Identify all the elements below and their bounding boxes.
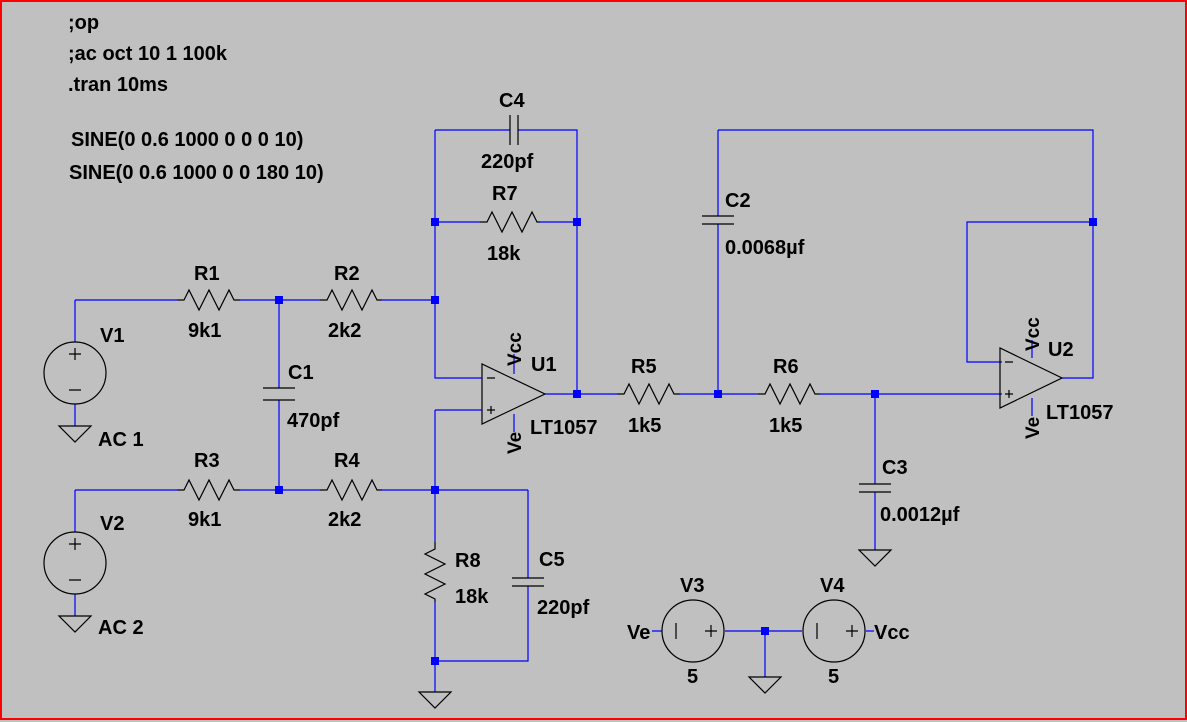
r4-value-label: 2k2 bbox=[328, 509, 361, 531]
junction-dots bbox=[275, 218, 1097, 665]
v1-value-label: AC 1 bbox=[98, 429, 144, 451]
r1-value-label: 9k1 bbox=[188, 320, 221, 342]
c4-value-label: 220pf bbox=[481, 151, 534, 173]
r5-name-label: R5 bbox=[631, 356, 657, 378]
ground-v1-symbol bbox=[57, 425, 93, 443]
opamp-u2-symbol bbox=[999, 347, 1064, 409]
opamp-u1-symbol bbox=[481, 363, 547, 425]
c2-name-label: C2 bbox=[725, 190, 751, 212]
u1-vcc-pin-label: Vcc bbox=[505, 332, 526, 366]
v2-name-label: V2 bbox=[100, 513, 124, 535]
c5-value-label: 220pf bbox=[537, 597, 590, 619]
v3-ve-net-label: Ve bbox=[627, 622, 650, 644]
c3-value-label: 0.0012µf bbox=[880, 504, 960, 526]
capacitor-c2-symbol bbox=[702, 215, 734, 225]
c5-name-label: C5 bbox=[539, 549, 565, 571]
r2-name-label: R2 bbox=[334, 263, 360, 285]
r8-name-label: R8 bbox=[455, 550, 481, 572]
c2-value-label: 0.0068µf bbox=[725, 237, 805, 259]
u1-name-label: U1 bbox=[531, 354, 557, 376]
r5-value-label: 1k5 bbox=[628, 415, 661, 437]
resistor-r6-symbol bbox=[758, 382, 820, 406]
u1-ve-pin-label: Ve bbox=[505, 432, 526, 454]
v3-value-label: 5 bbox=[687, 666, 698, 688]
v3-name-label: V3 bbox=[680, 575, 704, 597]
c4-name-label: C4 bbox=[499, 90, 525, 112]
directive-op: ;op bbox=[68, 12, 99, 34]
u2-ve-pin-label: Ve bbox=[1023, 417, 1044, 439]
capacitor-c3-symbol bbox=[859, 483, 891, 493]
u2-vcc-pin-label: Vcc bbox=[1023, 317, 1044, 351]
ground-c3-symbol bbox=[857, 549, 893, 567]
r3-name-label: R3 bbox=[194, 450, 220, 472]
v1-name-label: V1 bbox=[100, 325, 124, 347]
c3-name-label: C3 bbox=[882, 457, 908, 479]
r1-name-label: R1 bbox=[194, 263, 220, 285]
resistor-r5-symbol bbox=[617, 382, 680, 406]
r8-value-label: 18k bbox=[455, 586, 489, 608]
directive-tran: .tran 10ms bbox=[68, 74, 168, 96]
ground-v2-symbol bbox=[57, 615, 93, 633]
capacitor-c4-symbol bbox=[509, 115, 519, 145]
source-spec-v1: SINE(0 0.6 1000 0 0 0 10) bbox=[71, 129, 303, 151]
capacitor-c5-symbol bbox=[512, 577, 544, 587]
voltage-source-v2-symbol bbox=[43, 531, 107, 595]
r7-name-label: R7 bbox=[492, 183, 518, 205]
ground-r8-symbol bbox=[417, 691, 453, 709]
resistor-r2-symbol bbox=[320, 288, 382, 312]
capacitor-c1-symbol bbox=[263, 387, 295, 401]
u2-model-label: LT1057 bbox=[1046, 402, 1113, 424]
v4-vcc-net-label: Vcc bbox=[874, 622, 910, 644]
voltage-source-v4-symbol bbox=[802, 599, 866, 663]
v4-value-label: 5 bbox=[828, 666, 839, 688]
r3-value-label: 9k1 bbox=[188, 509, 221, 531]
resistor-r8-symbol bbox=[423, 542, 447, 602]
r4-name-label: R4 bbox=[334, 450, 360, 472]
resistor-r7-symbol bbox=[480, 210, 540, 234]
c1-name-label: C1 bbox=[288, 362, 314, 384]
resistor-r4-symbol bbox=[320, 478, 382, 502]
resistor-r1-symbol bbox=[177, 288, 240, 312]
resistor-r3-symbol bbox=[177, 478, 240, 502]
source-spec-v2: SINE(0 0.6 1000 0 0 180 10) bbox=[69, 162, 324, 184]
c1-value-label: 470pf bbox=[287, 410, 340, 432]
v4-name-label: V4 bbox=[820, 575, 845, 597]
ground-v3v4-symbol bbox=[747, 676, 783, 694]
r7-value-label: 18k bbox=[487, 243, 521, 265]
r6-value-label: 1k5 bbox=[769, 415, 802, 437]
v2-value-label: AC 2 bbox=[98, 617, 144, 639]
voltage-source-v3-symbol bbox=[661, 599, 725, 663]
r6-name-label: R6 bbox=[773, 356, 799, 378]
r2-value-label: 2k2 bbox=[328, 320, 361, 342]
u1-model-label: LT1057 bbox=[530, 417, 597, 439]
voltage-source-v1-symbol bbox=[43, 341, 107, 405]
directive-ac: ;ac oct 10 1 100k bbox=[68, 43, 228, 65]
u2-name-label: U2 bbox=[1048, 339, 1074, 361]
